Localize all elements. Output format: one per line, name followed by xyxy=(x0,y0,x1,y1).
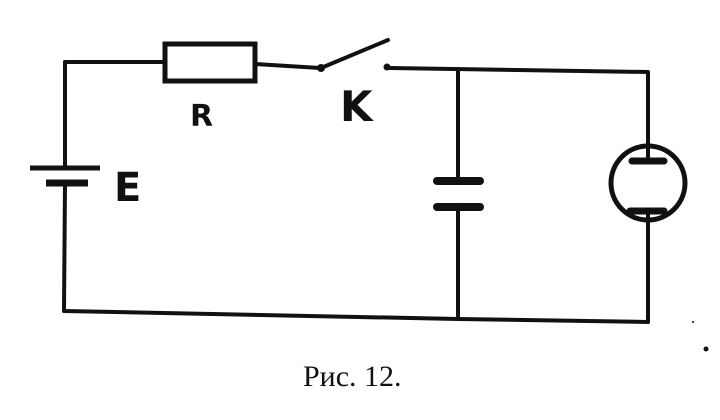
wire-top-left xyxy=(63,60,167,65)
stray-dot xyxy=(703,346,709,352)
wire-left-lower xyxy=(62,181,67,313)
wire-resistor-to-switch xyxy=(253,62,322,70)
label-resistor: R xyxy=(190,99,213,134)
stray-dot-small xyxy=(692,321,694,323)
wire-bottom xyxy=(62,309,650,324)
wire-top-right xyxy=(388,66,650,152)
resistor xyxy=(162,41,258,84)
switch-blade xyxy=(319,38,390,70)
figure-caption: Рис. 12. xyxy=(303,360,402,393)
label-switch: K xyxy=(340,82,374,131)
label-source: E xyxy=(114,165,141,211)
